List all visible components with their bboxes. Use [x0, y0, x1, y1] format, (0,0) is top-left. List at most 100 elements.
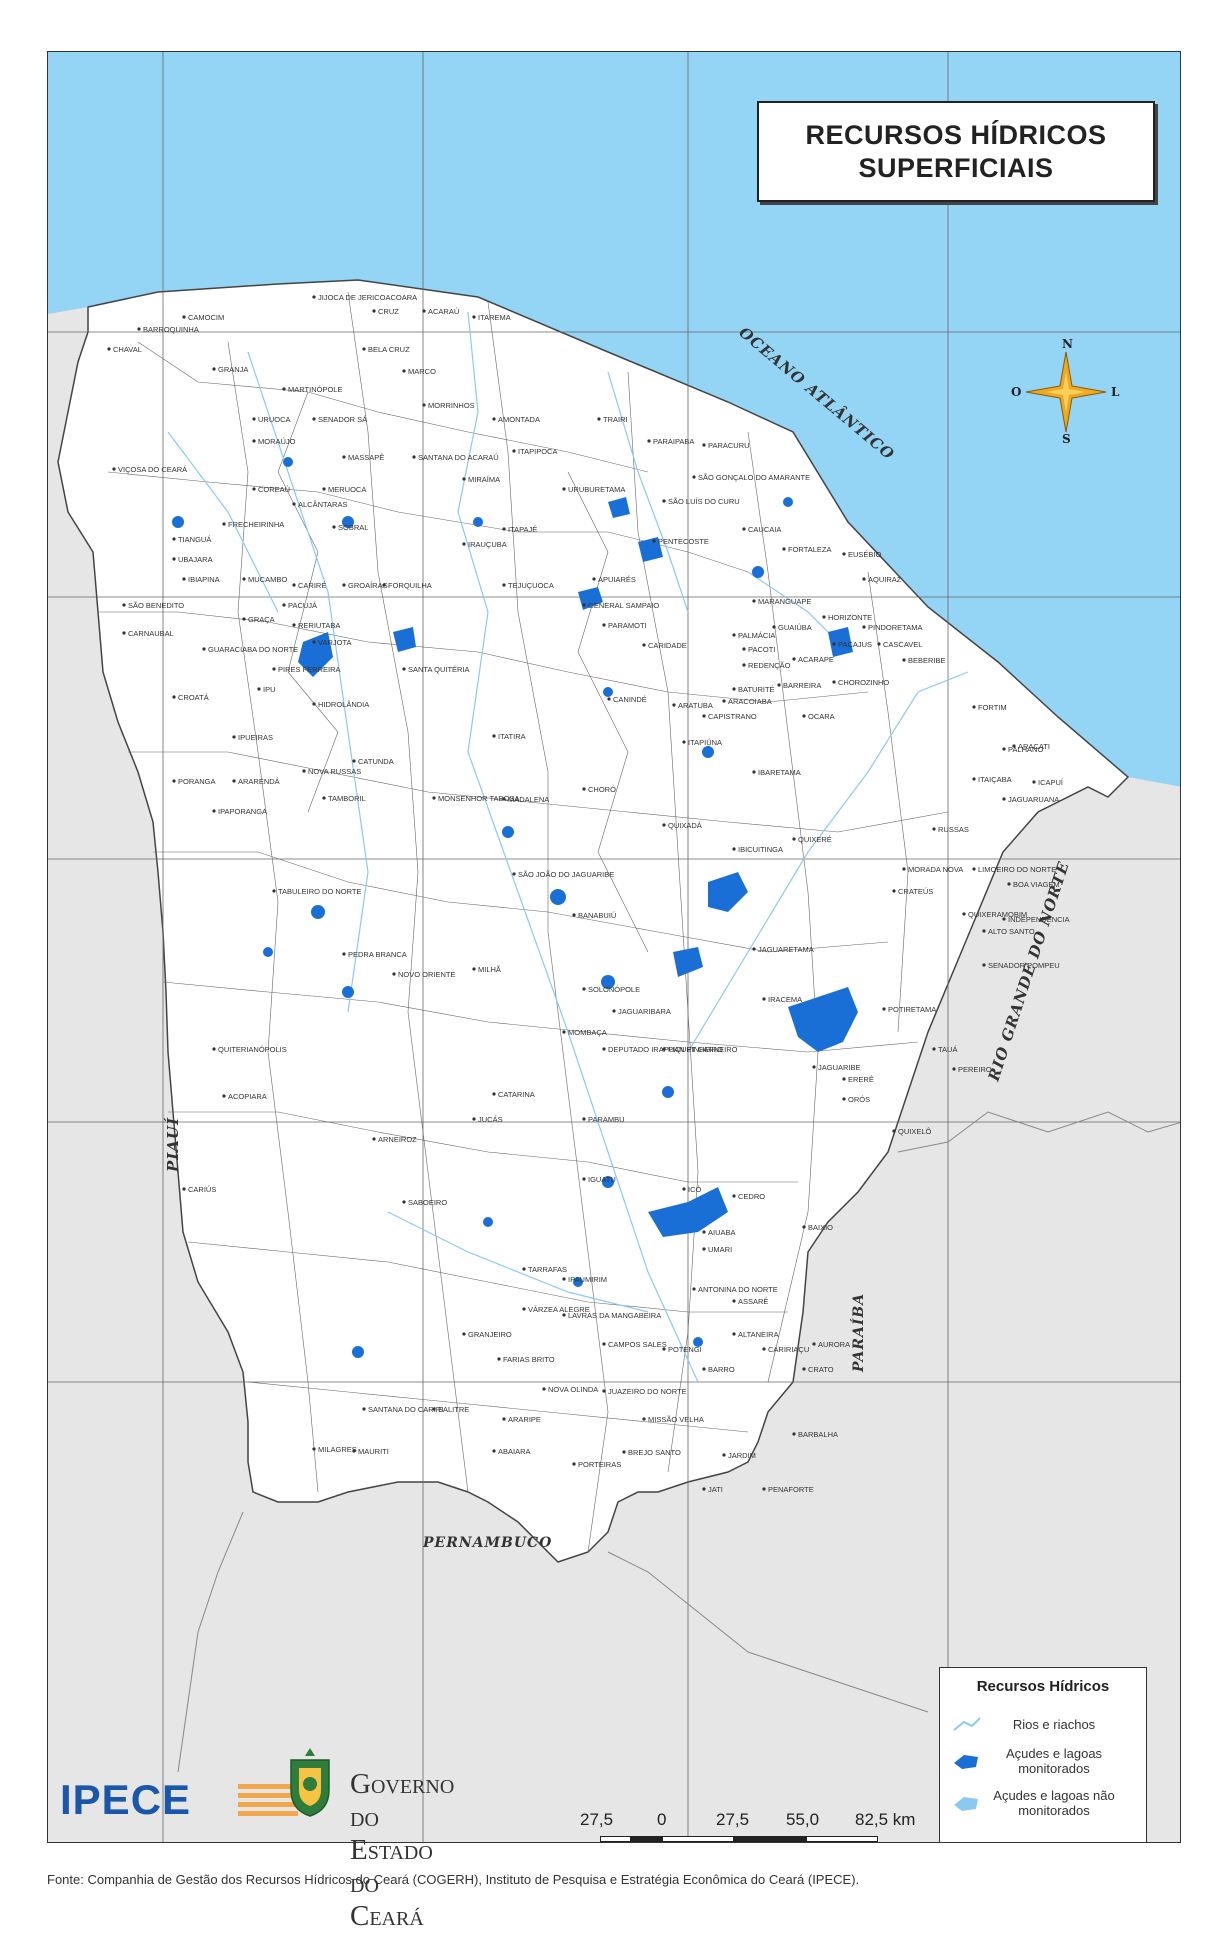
city-label: PEREIRO [958, 1065, 992, 1074]
city-label: PARAIPABA [653, 437, 694, 446]
city-dot [702, 714, 706, 718]
city-label: REDENÇÃO [748, 661, 791, 670]
city-dot [492, 1092, 496, 1096]
city-label: TAUÁ [938, 1045, 957, 1054]
city-dot [742, 527, 746, 531]
city-label: ARACATI [1018, 742, 1050, 751]
city-dot [282, 603, 286, 607]
source-footer: Fonte: Companhia de Gestão dos Recursos … [47, 1872, 860, 1887]
city-label: SÃO BENEDITO [128, 601, 184, 610]
city-label: BAIXIO [808, 1223, 833, 1232]
city-dot [462, 477, 466, 481]
city-label: CARIRIAÇU [768, 1345, 809, 1354]
city-dot [492, 417, 496, 421]
city-label: FORQUILHA [388, 581, 432, 590]
city-label: JAGUARIBE [818, 1063, 861, 1072]
city-label: CHOROZINHO [838, 678, 889, 687]
city-dot [932, 1047, 936, 1051]
city-dot [312, 702, 316, 706]
city-dot [662, 823, 666, 827]
city-label: QUITERIANÓPOLIS [218, 1045, 287, 1054]
city-dot [662, 1347, 666, 1351]
city-label: HORIZONTE [828, 613, 872, 622]
city-label: CRATO [808, 1365, 834, 1374]
city-label: BEBERIBE [908, 656, 946, 665]
city-dot [592, 577, 596, 581]
city-dot [762, 997, 766, 1001]
city-label: ITAPIÚNA [688, 738, 722, 747]
city-label: NOVA OLINDA [548, 1385, 598, 1394]
city-label: GRAÇA [248, 615, 275, 624]
city-dot [497, 1357, 501, 1361]
city-dot [422, 403, 426, 407]
city-dot [422, 309, 426, 313]
city-dot [982, 929, 986, 933]
city-label: EUSÉBIO [848, 550, 882, 559]
city-label: MORAÚJO [258, 437, 296, 446]
city-dot [732, 1332, 736, 1336]
city-dot [932, 827, 936, 831]
city-dot [952, 1067, 956, 1071]
city-label: PALMÁCIA [738, 631, 775, 640]
city-dot [582, 603, 586, 607]
city-dot [732, 1194, 736, 1198]
label-paraiba: PARAÍBA [849, 1293, 867, 1373]
city-dot [252, 417, 256, 421]
city-dot [607, 697, 611, 701]
city-dot [432, 796, 436, 800]
city-label: FRECHEIRINHA [228, 520, 284, 529]
city-label: NOVO ORIENTE [398, 970, 456, 979]
reservoir-monitored-icon [954, 1755, 978, 1769]
city-label: GRANJA [218, 365, 248, 374]
label-piaui: PIAUÍ [164, 1117, 182, 1173]
city-dot [972, 705, 976, 709]
city-label: BELA CRUZ [368, 345, 410, 354]
city-dot [702, 1487, 706, 1491]
city-dot [182, 1187, 186, 1191]
city-dot [232, 779, 236, 783]
city-dot [1002, 797, 1006, 801]
city-dot [342, 583, 346, 587]
city-label: SÃO JOÃO DO JAGUARIBE [518, 870, 614, 879]
city-dot [222, 522, 226, 526]
city-label: CAMOCIM [188, 313, 224, 322]
city-label: AMONTADA [498, 415, 540, 424]
city-dot [182, 577, 186, 581]
city-label: AURORA [818, 1340, 850, 1349]
city-label: SÃO GONÇALO DO AMARANTE [698, 473, 810, 482]
city-dot [302, 769, 306, 773]
city-label: JAGUARETAMA [758, 945, 814, 954]
legend: Recursos Hídricos Rios e riachos Açudes … [939, 1667, 1147, 1842]
city-label: MONSENHOR TABOSA [438, 794, 519, 803]
city-label: CATARINA [498, 1090, 535, 1099]
legend-title: Recursos Hídricos [976, 1678, 1110, 1695]
city-label: GUARACIABA DO NORTE [208, 645, 298, 654]
ipece-logo-icon [238, 1784, 298, 1816]
city-label: QUIXERÉ [798, 835, 832, 844]
city-dot [642, 643, 646, 647]
city-dot [732, 847, 736, 851]
city-dot [832, 642, 836, 646]
city-label: CAUCAIA [748, 525, 781, 534]
city-label: UMARI [708, 1245, 732, 1254]
city-label: URUBURETAMA [568, 485, 625, 494]
title-line-1: RECURSOS HÍDRICOS [805, 119, 1107, 150]
city-dot [352, 759, 356, 763]
city-label: VARJOTA [318, 638, 351, 647]
city-dot [752, 599, 756, 603]
city-dot [802, 1225, 806, 1229]
city-label: ICAPUÍ [1038, 778, 1064, 787]
city-label: RERIUTABA [298, 621, 340, 630]
city-dot [107, 347, 111, 351]
city-dot [702, 1367, 706, 1371]
city-label: ACARAPE [798, 655, 834, 664]
city-label: ALTO SANTO [988, 927, 1035, 936]
city-dot [332, 525, 336, 529]
city-label: CEDRO [738, 1192, 765, 1201]
city-dot [402, 1200, 406, 1204]
city-dot [652, 539, 656, 543]
city-dot [812, 1342, 816, 1346]
city-dot [122, 603, 126, 607]
city-dot [702, 1247, 706, 1251]
city-dot [322, 487, 326, 491]
